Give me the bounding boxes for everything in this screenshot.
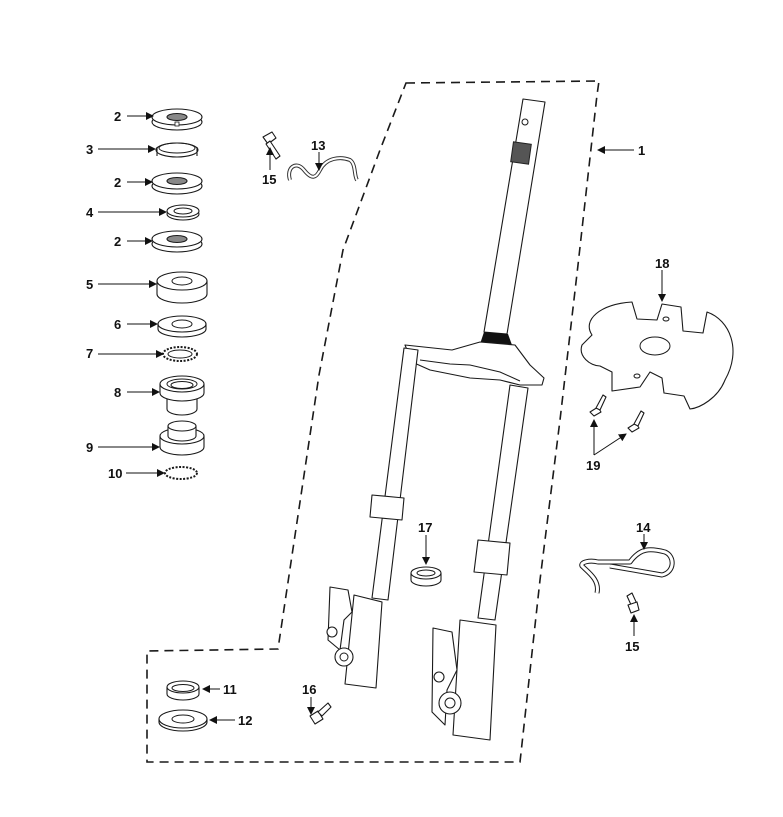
- washer-icon: [166, 204, 200, 221]
- callout-5: 5: [86, 277, 94, 292]
- lock-washer-icon: [155, 142, 199, 158]
- bolt-icon: [262, 131, 281, 160]
- callout-15-right: 15: [625, 639, 640, 654]
- hose-guide-icon: [579, 547, 675, 594]
- callout-1: 1: [638, 143, 646, 158]
- callout-2-top: 2: [114, 109, 122, 124]
- lock-nut-icon: [151, 108, 203, 131]
- fork-assembly-boundary: [146, 80, 600, 763]
- socket-bolt-icon: [309, 702, 332, 725]
- callout-7: 7: [86, 346, 94, 361]
- leader-lines-left: [98, 112, 167, 477]
- front-fork-icon: [326, 98, 546, 741]
- leader-19b: [593, 433, 627, 456]
- callout-2-middle: 2: [114, 175, 122, 190]
- callout-19: 19: [586, 458, 601, 473]
- callout-10: 10: [108, 466, 123, 481]
- lock-nut-icon: [151, 172, 203, 195]
- ball-bearing-ring-icon: [164, 466, 198, 480]
- top-cone-race-icon: [157, 315, 207, 338]
- callout-12: 12: [238, 713, 253, 728]
- callout-11: 11: [223, 682, 237, 697]
- callout-2-lower: 2: [114, 234, 122, 249]
- top-ball-race-icon: [159, 375, 205, 416]
- callout-4: 4: [86, 205, 94, 220]
- callout-6: 6: [114, 317, 122, 332]
- callout-13: 13: [311, 138, 326, 153]
- dust-cover-icon: [156, 271, 208, 304]
- callout-16: 16: [302, 682, 317, 697]
- callout-3: 3: [86, 142, 94, 157]
- lock-nut-icon: [151, 230, 203, 253]
- brake-hose-clamp-icon: [287, 156, 359, 182]
- callout-18: 18: [655, 256, 670, 271]
- callout-15-top: 15: [262, 172, 277, 187]
- bolt-icon: [626, 592, 640, 614]
- bottom-cone-race-icon: [166, 680, 200, 701]
- fender-bracket-icon: [580, 301, 734, 410]
- oil-seal-icon: [410, 566, 442, 587]
- bracket-bolt-icon: [627, 410, 645, 433]
- callout-9: 9: [86, 440, 94, 455]
- bracket-bolt-icon: [589, 394, 607, 417]
- callout-17: 17: [418, 520, 433, 535]
- ball-bearing-ring-icon: [162, 346, 198, 362]
- dust-seal-icon: [158, 709, 208, 732]
- bottom-ball-race-icon: [159, 420, 205, 456]
- callout-8: 8: [114, 385, 122, 400]
- callout-14: 14: [636, 520, 651, 535]
